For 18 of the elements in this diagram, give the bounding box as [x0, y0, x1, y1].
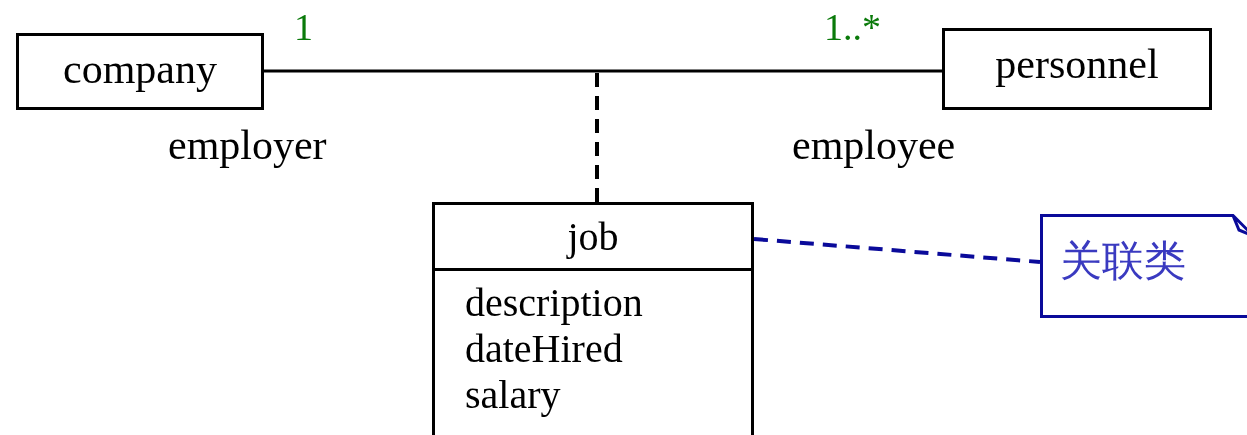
class-name: company: [62, 48, 218, 90]
class-name: personnel: [994, 43, 1160, 85]
class-box: [16, 33, 264, 110]
class-box: [942, 28, 1212, 110]
note-text: 关联类: [1060, 240, 1186, 282]
class-name: job: [565, 217, 620, 257]
attribute-text: salary: [465, 375, 561, 415]
multiplicity-label: 1: [294, 8, 313, 46]
dashed-line: [753, 237, 1041, 264]
role-name: employer: [168, 124, 327, 166]
role-name: employee: [792, 124, 956, 166]
dashed-line: [595, 71, 599, 202]
attribute-text: dateHired: [465, 329, 623, 369]
association-line: [264, 69, 942, 73]
class-box: [432, 202, 754, 435]
multiplicity-label: 1..*: [824, 8, 881, 46]
note-box: [1040, 214, 1247, 318]
attribute-text: description: [465, 283, 643, 323]
